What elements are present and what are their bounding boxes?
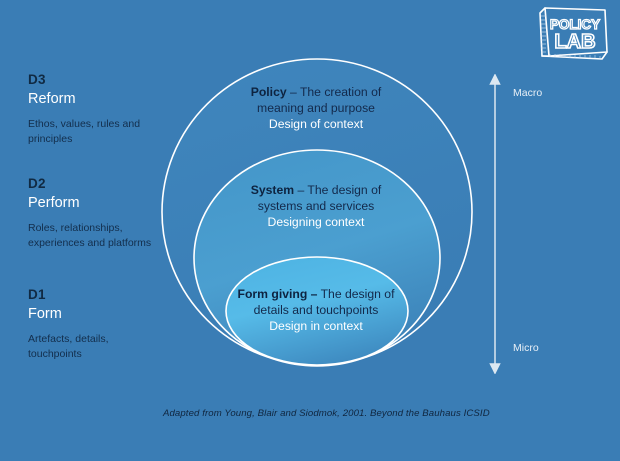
tier-d3: D3 Reform Ethos, values, rules and princ… xyxy=(28,72,160,147)
ring-label-policy-line3: Design of context xyxy=(268,117,364,132)
tier-d3-name: Reform xyxy=(28,90,76,107)
tier-d2: D2 Perform Roles, relationships, experie… xyxy=(28,176,160,251)
ring-label-policy-lead: Policy xyxy=(250,85,287,99)
ring-label-system: System – The design of systems and servi… xyxy=(215,182,417,231)
tier-d2-description: Roles, relationships, experiences and pl… xyxy=(28,221,152,249)
logo-text-lab: LAB xyxy=(554,31,595,53)
ring-label-system-lead: System xyxy=(250,183,295,197)
ring-label-form-giving-lead: Form giving – xyxy=(237,287,318,301)
ring-label-form-giving-main: The design of xyxy=(317,287,395,301)
logo-text-policy: POLICY xyxy=(550,17,600,32)
circle-form-giving xyxy=(225,256,409,366)
tier-d3-code: D3 xyxy=(28,72,46,87)
arrow-head-down-icon xyxy=(489,363,501,374)
ring-label-form-giving-line2: details and touchpoints xyxy=(253,303,379,318)
ring-label-policy: Policy – The creation of meaning and pur… xyxy=(205,84,427,133)
tier-d1-description: Artefacts, details, touchpoints xyxy=(28,332,109,360)
ring-label-form-giving-line3: Design in context xyxy=(269,319,363,334)
ring-label-system-line1: System – The design of xyxy=(215,182,417,198)
scale-label-micro: Micro xyxy=(513,342,539,354)
ring-label-form-giving-line1: Form giving – The design of xyxy=(215,286,417,302)
ring-label-system-line3: Designing context xyxy=(267,215,365,230)
ring-label-system-line2: systems and services xyxy=(257,199,375,214)
tier-d1: D1 Form Artefacts, details, touchpoints xyxy=(28,287,160,362)
ring-label-policy-main: – The creation of xyxy=(286,85,382,99)
tier-d3-description: Ethos, values, rules and principles xyxy=(28,117,141,145)
ring-label-policy-line1: Policy – The creation of xyxy=(205,84,427,100)
scale-label-macro: Macro xyxy=(513,87,543,99)
ring-label-policy-line2: meaning and purpose xyxy=(257,101,375,116)
ring-label-system-main: – The design of xyxy=(294,183,382,197)
tier-d2-code: D2 xyxy=(28,176,46,191)
policy-lab-logo: POLICY LAB xyxy=(534,4,614,62)
macro-micro-axis xyxy=(489,74,501,374)
tier-d2-name: Perform xyxy=(28,194,80,211)
tier-d1-code: D1 xyxy=(28,287,46,302)
source-caption: Adapted from Young, Blair and Siodmok, 2… xyxy=(163,408,490,419)
arrow-head-up-icon xyxy=(489,74,501,85)
ring-label-form-giving: Form giving – The design of details and … xyxy=(215,286,417,335)
tier-d1-name: Form xyxy=(28,305,62,322)
